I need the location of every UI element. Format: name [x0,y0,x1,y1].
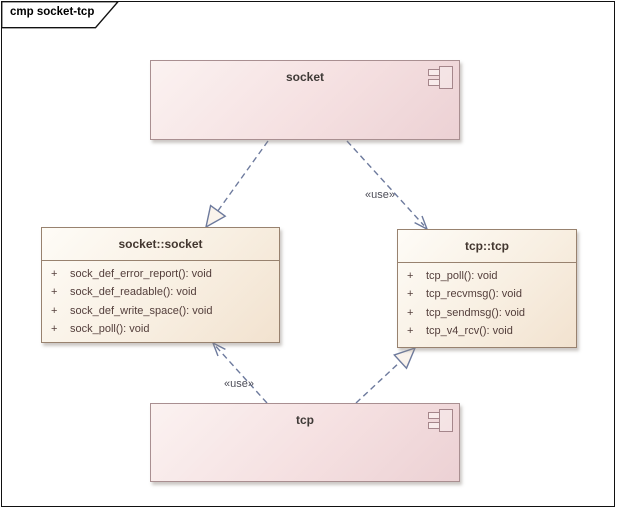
class-tcp-tcp-title: tcp::tcp [398,230,576,263]
class-tcp-tcp[interactable]: tcp::tcp + tcp_poll(): void + tcp_recvms… [397,229,577,348]
method-visibility: + [407,270,414,282]
use-stereotype-label-top: «use» [365,189,395,201]
method-row: + sock_def_write_space(): void [42,302,279,320]
component-socket[interactable]: socket [150,60,460,140]
method-row: + sock_def_error_report(): void [42,265,279,283]
dependency-tcp-to-socket-socket[interactable] [211,341,268,404]
component-socket-title: socket [285,70,325,84]
method-visibility: + [51,304,58,317]
method-signature: sock_poll(): void [70,323,150,336]
method-row: + sock_def_readable(): void [42,283,279,301]
component-icon [428,409,453,436]
component-icon [428,66,453,93]
method-signature: tcp_recvmsg(): void [426,288,522,301]
realization-tcp-to-tcp-tcp[interactable] [355,346,417,404]
class-tcp-tcp-methods: + tcp_poll(): void + tcp_recvmsg(): void… [398,263,576,341]
class-socket-socket-title: socket::socket [42,228,279,261]
method-row: + tcp_sendmsg(): void [398,304,576,322]
method-visibility: + [407,306,414,319]
method-signature: sock_def_readable(): void [70,286,197,299]
method-signature: tcp_poll(): void [426,270,498,282]
component-tcp-title: tcp [296,413,314,427]
method-row: + tcp_poll(): void [398,267,576,285]
method-visibility: + [407,325,414,338]
method-row: + tcp_recvmsg(): void [398,285,576,303]
frame-label: cmp socket-tcp [10,6,95,18]
frame-tab [1,1,120,29]
method-signature: sock_def_error_report(): void [70,268,212,280]
method-visibility: + [407,288,414,301]
realization-socket-to-socket-socket[interactable] [204,140,269,229]
method-visibility: + [51,286,58,299]
method-visibility: + [51,323,58,336]
dependency-socket-to-tcp-tcp[interactable] [346,140,429,231]
method-signature: tcp_sendmsg(): void [426,306,526,319]
method-signature: tcp_v4_rcv(): void [426,325,513,338]
class-socket-socket[interactable]: socket::socket + sock_def_error_report()… [41,227,280,343]
component-tcp[interactable]: tcp [150,403,460,482]
use-stereotype-label-bottom: «use» [224,378,254,390]
method-signature: sock_def_write_space(): void [70,304,213,317]
method-row: + tcp_v4_rcv(): void [398,322,576,340]
method-visibility: + [51,268,58,280]
class-socket-socket-methods: + sock_def_error_report(): void + sock_d… [42,261,279,339]
method-row: + sock_poll(): void [42,320,279,338]
